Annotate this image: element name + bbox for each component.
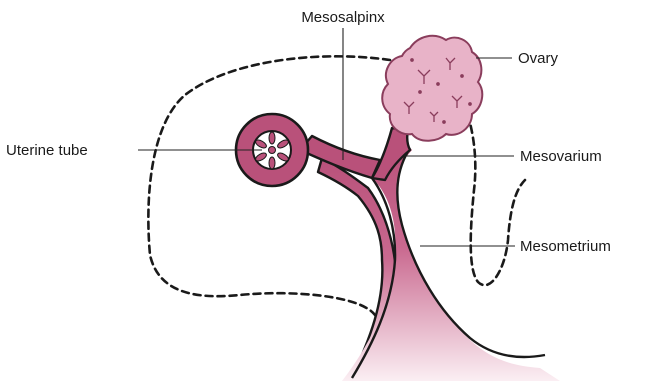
label-mesometrium: Mesometrium xyxy=(520,238,611,255)
label-mesovarium: Mesovarium xyxy=(520,148,602,165)
label-ovary: Ovary xyxy=(518,50,559,67)
peritoneal-outline-left xyxy=(148,56,392,368)
ovary xyxy=(382,36,482,141)
label-uterine-tube: Uterine tube xyxy=(6,142,88,159)
label-mesosalpinx: Mesosalpinx xyxy=(301,9,385,26)
